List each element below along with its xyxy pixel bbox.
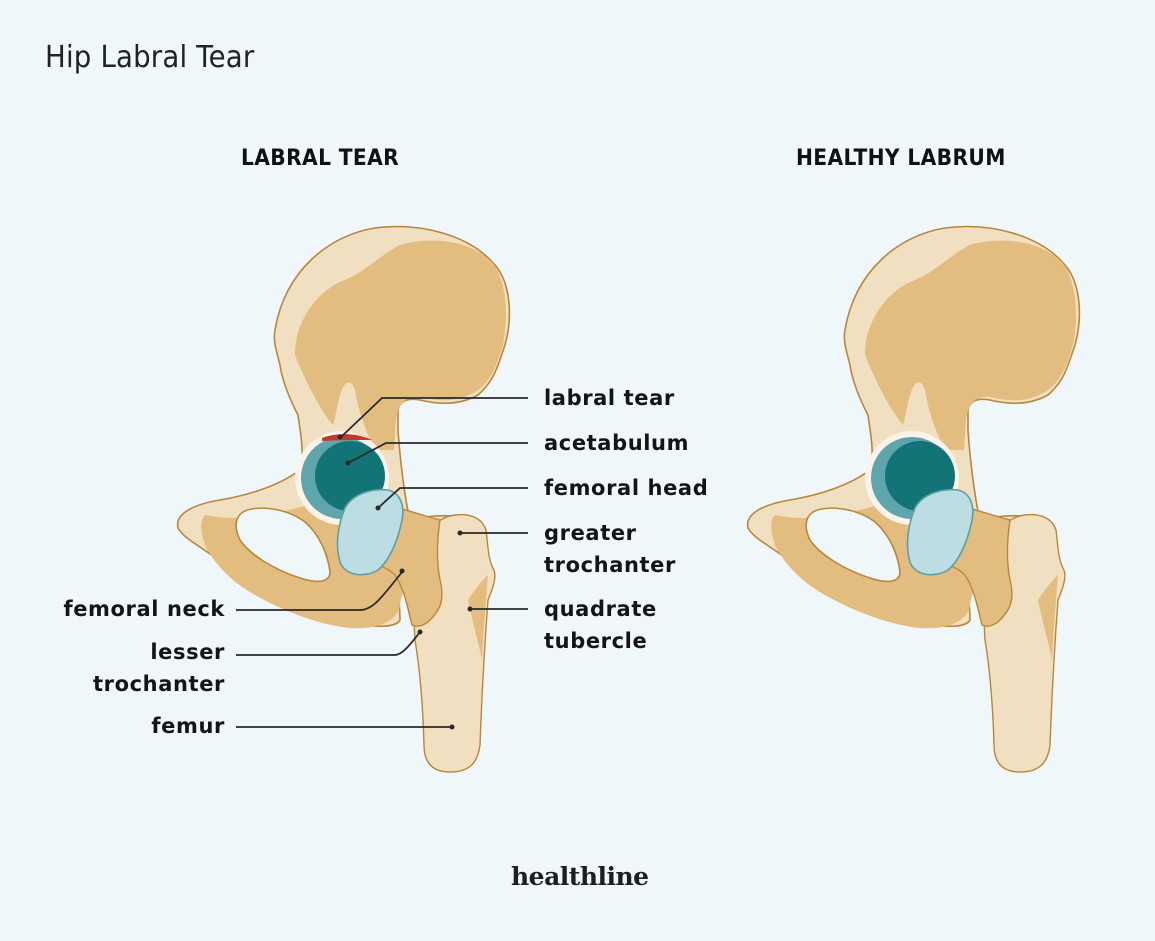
- label-lesser-trochanter: lesser trochanter: [93, 636, 225, 700]
- label-line: trochanter: [93, 672, 225, 696]
- label-quadrate-tubercle: quadrate tubercle: [544, 593, 657, 657]
- tear-mark: [322, 434, 372, 441]
- label-line: lesser: [150, 640, 225, 664]
- panel-heading-healthy-labrum: HEALTHY LABRUM: [796, 146, 1006, 171]
- label-acetabulum: acetabulum: [544, 431, 690, 455]
- label-line: quadrate: [544, 597, 657, 621]
- right-hip-illustration: [746, 225, 1081, 773]
- label-greater-trochanter: greater trochanter: [544, 517, 676, 581]
- leader-dots: [337, 434, 473, 730]
- leader-lines: [236, 397, 528, 728]
- label-line: trochanter: [544, 553, 676, 577]
- healthline-logo: healthline: [511, 862, 649, 891]
- label-femoral-head: femoral head: [544, 476, 709, 500]
- label-line: greater: [544, 521, 637, 545]
- label-line: tubercle: [544, 629, 648, 653]
- label-femur: femur: [151, 714, 225, 738]
- page-title: Hip Labral Tear: [45, 40, 255, 75]
- label-femoral-neck: femoral neck: [63, 597, 225, 621]
- left-hip-illustration: [176, 225, 511, 773]
- label-labral-tear: labral tear: [544, 386, 675, 410]
- panel-heading-labral-tear: LABRAL TEAR: [241, 146, 400, 171]
